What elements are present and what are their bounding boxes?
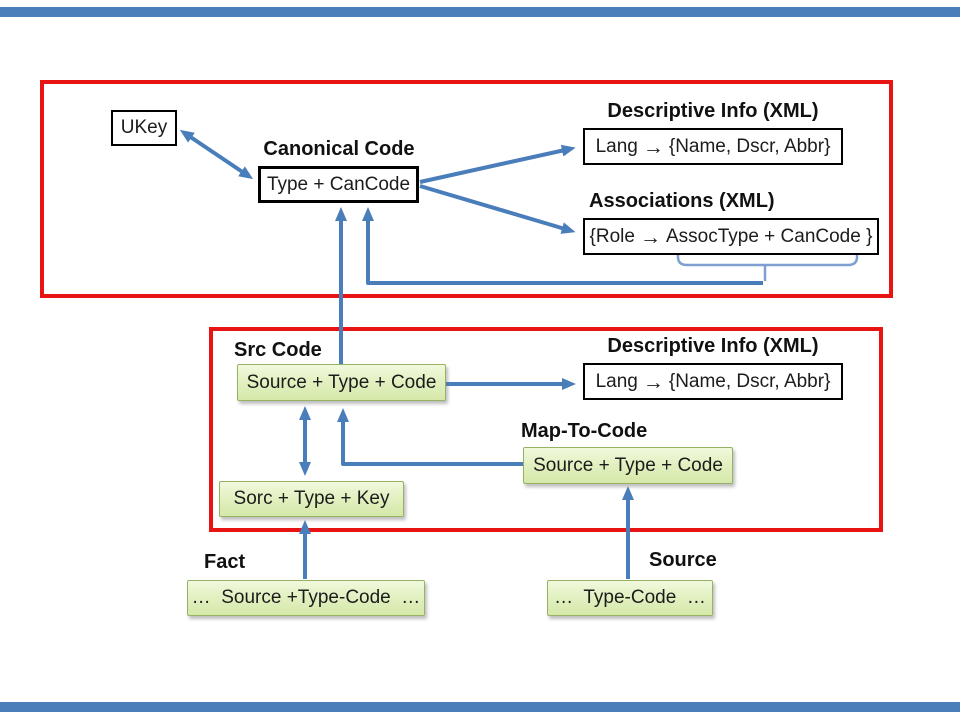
src-code-title: Src Code [234,339,322,361]
fact-title: Fact [204,551,246,573]
role-prefix: {Role [589,225,635,247]
source-group-frame [209,327,883,532]
lang-box-canonical: Lang→{Name, Dscr, Abbr} [583,128,843,165]
lang-suffix: {Name, Dscr, Abbr} [668,135,831,157]
descriptive-info-title-canonical: Descriptive Info (XML) [607,100,819,122]
right-arrow-glyph: → [642,370,664,394]
descriptive-info-title-source: Descriptive Info (XML) [607,335,819,357]
lang-suffix: {Name, Dscr, Abbr} [668,370,831,392]
right-arrow-glyph: → [642,135,664,159]
canonical-group-frame [40,80,893,298]
map-to-code-box: Source + Type + Code [523,447,733,484]
src-code-box: Source + Type + Code [237,364,446,401]
lang-prefix: Lang [595,370,638,392]
role-suffix: AssocType + CanCode } [665,225,873,247]
canonical-code-title: Canonical Code [263,138,415,160]
associations-title: Associations (XML) [589,190,775,212]
map-to-code-title: Map-To-Code [521,420,648,442]
bottom-accent-bar [0,702,960,712]
lang-box-source: Lang→{Name, Dscr, Abbr} [583,363,843,400]
type-cancode-box: Type + CanCode [258,166,419,203]
role-assoc-box: {Role→AssocType + CanCode } [583,218,879,255]
source-box: … Type-Code … [547,580,713,616]
source-title: Source [649,549,717,571]
top-accent-bar [0,7,960,17]
lang-prefix: Lang [595,135,638,157]
sorc-type-key-box: Sorc + Type + Key [219,481,404,517]
right-arrow-glyph: → [639,225,661,249]
fact-box: … Source +Type-Code … [187,580,425,616]
ukey-box: UKey [111,110,177,146]
